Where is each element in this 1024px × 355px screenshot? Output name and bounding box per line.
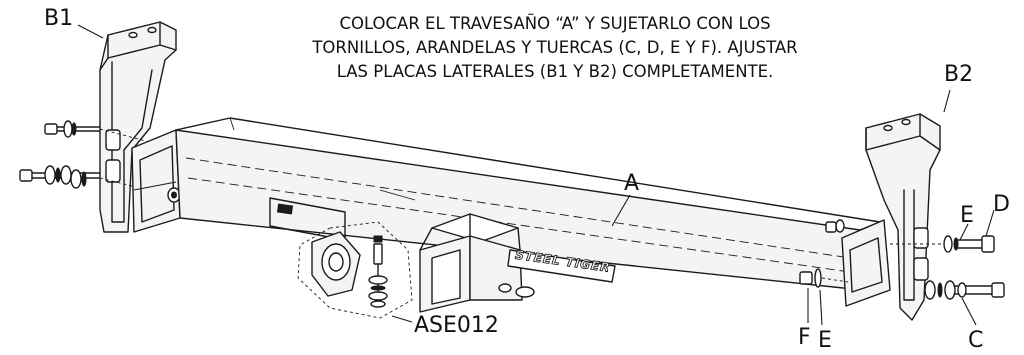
assembly-instruction: COLOCAR EL TRAVESAÑO “A” Y SUJETARLO CON… (230, 12, 880, 84)
label-b2: B2 (944, 62, 974, 87)
label-e-lower: E (818, 328, 832, 353)
label-d: D (993, 192, 1010, 217)
right-upper-bolt-d (890, 235, 995, 253)
side-plate-b1 (99, 21, 177, 233)
label-f: F (798, 325, 811, 350)
label-ase012: ASE012 (414, 313, 499, 338)
label-e-upper: E (960, 203, 974, 228)
instruction-line-2: TORNILLOS, ARANDELAS Y TUERCAS (C, D, E … (312, 38, 798, 57)
right-nut-f-washer-e (799, 268, 849, 288)
label-c: C (968, 328, 984, 353)
right-lower-bolt-c (924, 280, 1005, 300)
receiver-tube (419, 213, 535, 313)
left-end-plate (131, 129, 181, 233)
left-upper-bolt (44, 120, 181, 151)
leader-lines (77, 24, 995, 326)
ase012-hardware (297, 221, 413, 323)
label-a: A (624, 171, 640, 196)
right-end-plate (825, 219, 891, 307)
instruction-line-3: LAS PLACAS LATERALES (B1 Y B2) COMPLETAM… (336, 62, 774, 81)
left-lower-bolts (19, 165, 141, 189)
label-b1: B1 (44, 6, 74, 31)
side-plate-b2 (865, 113, 941, 321)
instruction-line-1: COLOCAR EL TRAVESAÑO “A” Y SUJETARLO CON… (339, 14, 771, 33)
